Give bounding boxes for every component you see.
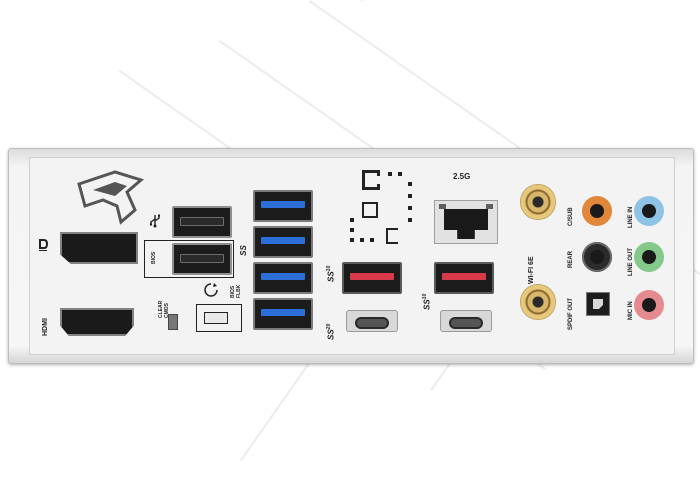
bios-label: BIOS	[151, 251, 157, 264]
speed-10-label: 10	[326, 265, 332, 272]
ethernet-port[interactable]	[434, 200, 498, 244]
bios-flbk-label: BIOS FLBK	[230, 284, 242, 298]
hdmi-label: HDMI	[42, 318, 49, 336]
usb-typec-port-2[interactable]	[440, 310, 492, 332]
superspeed-20-label: SS20	[326, 323, 336, 340]
wifi-label: WI-FI 6E	[528, 256, 535, 284]
clear-cmos-button[interactable]	[168, 314, 178, 330]
rear-label: REAR	[568, 250, 574, 268]
usb3-port-blue-1[interactable]	[253, 190, 313, 222]
wifi-antenna-connector-2[interactable]	[520, 284, 556, 320]
io-shield-plate: HDMI BIOS SS CLEAR CMOS BIOS FLBK	[8, 148, 694, 364]
ethernet-socket	[444, 209, 488, 239]
speed-10b-label: 10	[422, 293, 428, 300]
spdif-out-label: SPDIF OUT	[568, 297, 574, 330]
audio-jack-line-out[interactable]	[634, 242, 664, 272]
usb-icon	[149, 214, 160, 228]
lan-led-left	[439, 204, 446, 209]
rog-dot-pattern	[348, 166, 418, 256]
audio-jack-line-in[interactable]	[634, 196, 664, 226]
rog-logo-icon	[77, 170, 145, 225]
usb3-port-blue-3[interactable]	[253, 262, 313, 294]
usb-port-black-bios[interactable]	[172, 243, 232, 275]
speed-20-label: 20	[326, 323, 332, 330]
displayport-icon	[39, 239, 48, 251]
c-sub-label: C/SUB	[568, 207, 574, 226]
flashback-button-icon	[204, 283, 218, 297]
wifi-antenna-connector-1[interactable]	[520, 184, 556, 220]
spdif-optical-port[interactable]	[586, 292, 610, 316]
watermark-line	[360, 0, 477, 2]
io-shield-panel: HDMI BIOS SS CLEAR CMOS BIOS FLBK	[29, 157, 675, 355]
usb-typec-port-1[interactable]	[346, 310, 398, 332]
superspeed-10-label: SS10	[326, 265, 336, 282]
bios-flashback-button[interactable]	[204, 312, 228, 324]
usb3-port-blue-2[interactable]	[253, 226, 313, 258]
audio-jack-rear[interactable]	[582, 242, 612, 272]
line-out-label: LINE OUT	[628, 248, 634, 276]
audio-jack-mic-in[interactable]	[634, 290, 664, 320]
usb-port-red-1[interactable]	[342, 262, 402, 294]
displayport-port[interactable]	[60, 232, 138, 264]
superspeed-icon: SS	[238, 245, 248, 256]
superspeed-10b-label: SS10	[422, 293, 432, 310]
audio-jack-center-sub[interactable]	[582, 196, 612, 226]
usb3-port-blue-4[interactable]	[253, 298, 313, 330]
usb-port-black-1[interactable]	[172, 206, 232, 238]
lan-led-right	[486, 204, 493, 209]
hdmi-port[interactable]	[60, 308, 134, 336]
usb-port-red-2[interactable]	[434, 262, 494, 294]
lan-speed-label: 2.5G	[453, 172, 471, 181]
